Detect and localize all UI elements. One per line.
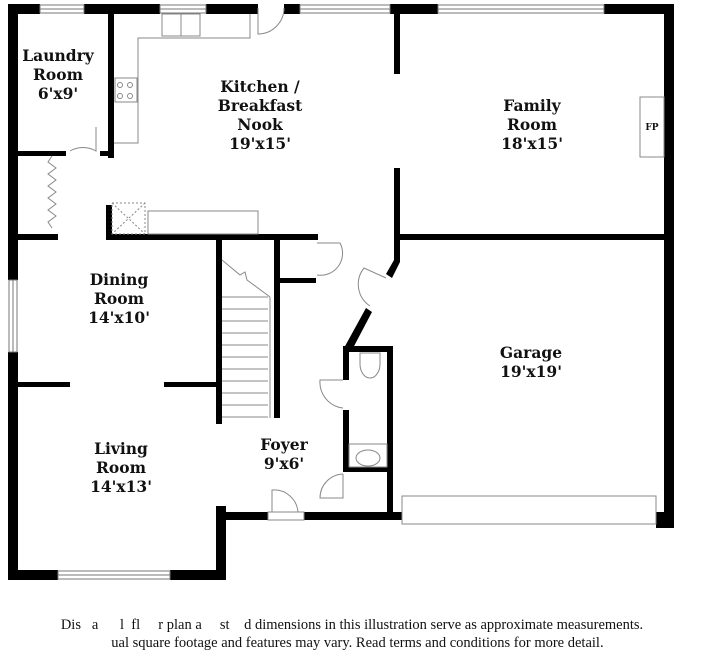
fireplace xyxy=(639,96,665,158)
room-name: Kitchen / xyxy=(220,77,300,96)
disclaimer-line-1: Dis a l fl r plan a st d dimensions in t… xyxy=(60,617,644,633)
floor-plan: FP Laundry Room 6'x9' Kitchen / Breakfas… xyxy=(8,4,674,580)
room-family: Family Room 18'x15' xyxy=(501,96,563,153)
room-name: Breakfast xyxy=(218,96,303,115)
room-size: 19'x19' xyxy=(500,362,562,381)
room-name: Living xyxy=(94,439,148,458)
room-name: Dining xyxy=(90,270,149,289)
room-size: 9'x6' xyxy=(264,454,304,473)
disclaimer-line-2: ual square footage and features may vary… xyxy=(100,635,604,651)
staircase xyxy=(221,259,271,418)
room-laundry: Laundry Room 6'x9' xyxy=(22,46,94,103)
fireplace-label: FP xyxy=(645,123,658,133)
windows xyxy=(8,4,605,580)
room-name: Room xyxy=(94,289,145,308)
walls xyxy=(8,4,674,580)
garage-door xyxy=(401,495,657,525)
room-foyer: Foyer 9'x6' xyxy=(260,435,308,473)
room-size: 6'x9' xyxy=(38,84,78,103)
room-name: Laundry xyxy=(22,46,94,65)
room-name: Nook xyxy=(237,115,283,134)
room-size: 14'x10' xyxy=(88,308,150,327)
room-name: Room xyxy=(33,65,84,84)
room-name: Room xyxy=(507,115,558,134)
room-name: Family xyxy=(503,96,561,115)
bath-fixtures xyxy=(348,352,388,468)
room-size: 18'x15' xyxy=(501,134,563,153)
kitchen-counters xyxy=(111,13,259,235)
room-kitchen: Kitchen / Breakfast Nook 19'x15' xyxy=(218,77,303,153)
room-garage: Garage 19'x19' xyxy=(500,343,562,381)
room-size: 19'x15' xyxy=(229,134,291,153)
room-size: 14'x13' xyxy=(90,477,152,496)
room-name: Garage xyxy=(500,343,562,362)
room-dining: Dining Room 14'x10' xyxy=(88,270,150,327)
room-living: Living Room 14'x13' xyxy=(90,439,152,496)
doors xyxy=(47,7,387,521)
room-name: Foyer xyxy=(260,435,308,454)
room-name: Room xyxy=(96,458,147,477)
